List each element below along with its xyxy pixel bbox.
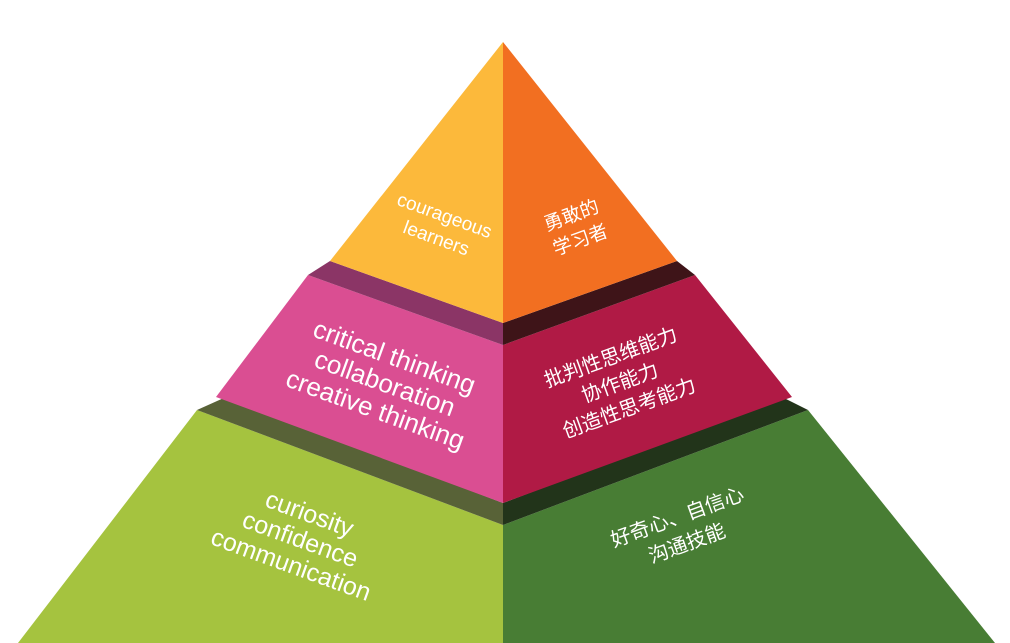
bottom-tier-right-face [503, 410, 995, 643]
middle-tier-right-face [503, 275, 792, 503]
middle-tier-ledge-left [308, 261, 503, 345]
middle-tier-ledge-right [503, 261, 695, 345]
middle-tier-left-face [216, 275, 503, 503]
top-tier-right-face [503, 42, 677, 323]
bottom-tier-ledge-right [503, 397, 808, 525]
bottom-tier-left-face [18, 410, 503, 643]
bottom-tier-ledge-left [197, 397, 503, 525]
top-tier-left-face [330, 42, 503, 323]
